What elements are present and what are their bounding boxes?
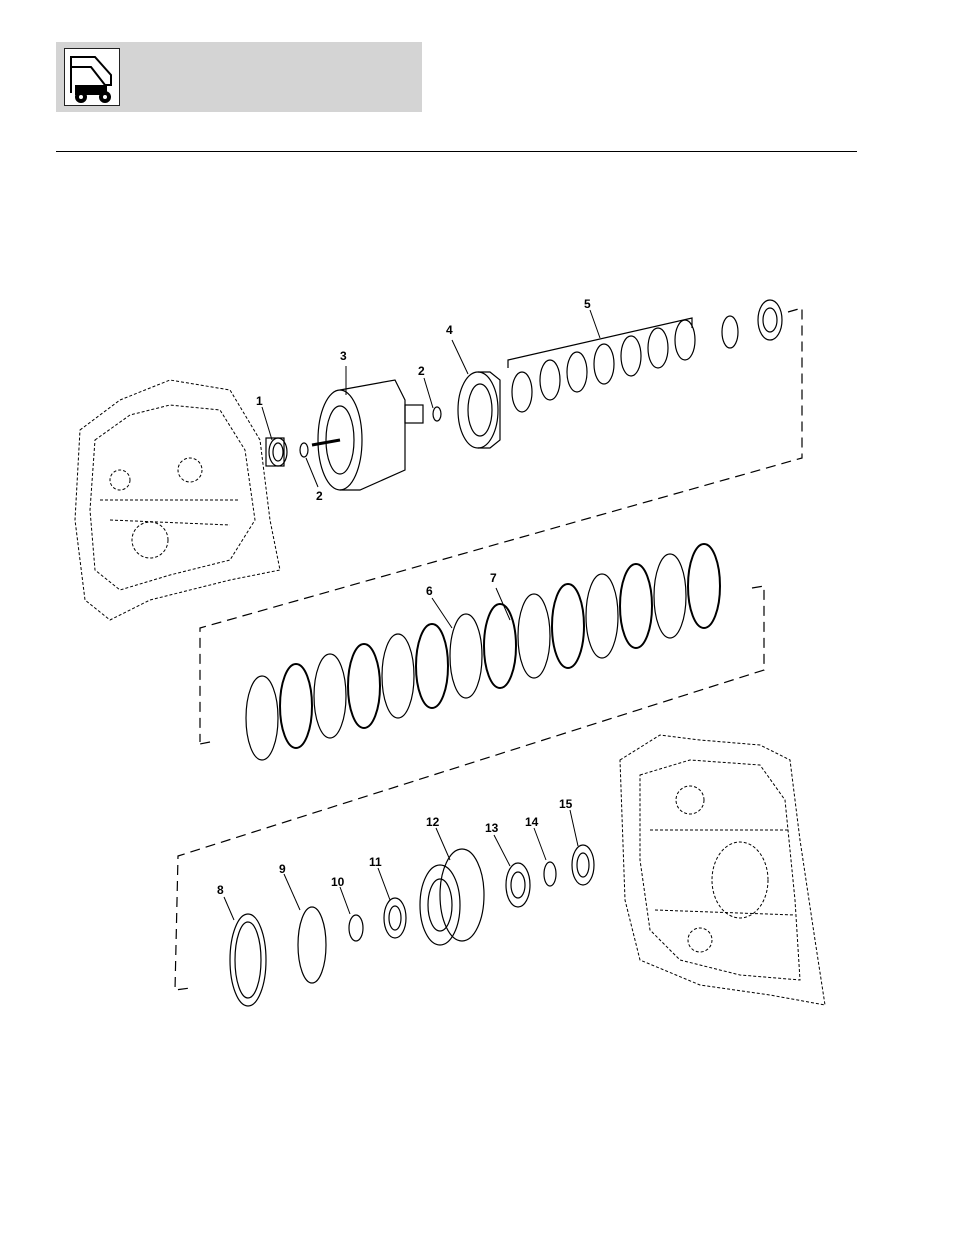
callout-11: 11 bbox=[369, 855, 382, 869]
clutch-pack bbox=[246, 544, 720, 760]
callout-8: 8 bbox=[217, 883, 224, 897]
callout-7: 7 bbox=[490, 571, 497, 585]
part-2-ring-upper bbox=[433, 407, 441, 421]
callout-6: 6 bbox=[426, 584, 433, 598]
callout-14: 14 bbox=[525, 815, 539, 829]
part-12-gear-hub bbox=[420, 849, 484, 945]
transmission-housing-right bbox=[620, 735, 825, 1005]
callout-9: 9 bbox=[279, 862, 286, 876]
callout-13: 13 bbox=[485, 821, 499, 835]
part-9-snap-ring bbox=[298, 907, 326, 983]
part-2-ring-lower bbox=[300, 443, 308, 457]
part-14-ring bbox=[544, 862, 556, 886]
callout-10: 10 bbox=[331, 875, 345, 889]
part-1-bearing bbox=[266, 438, 287, 466]
transmission-housing-left bbox=[75, 380, 280, 620]
part-3-planetary-gear bbox=[312, 380, 423, 490]
callout-labels: 1 2 3 2 4 5 6 7 8 9 10 11 12 13 14 15 bbox=[217, 297, 591, 897]
part-bearing-top bbox=[758, 300, 782, 340]
boundary-dashed-line bbox=[175, 308, 802, 990]
callout-15: 15 bbox=[559, 797, 573, 811]
callout-12: 12 bbox=[426, 815, 440, 829]
callout-2-lower: 2 bbox=[316, 489, 323, 503]
part-10-ring bbox=[349, 915, 363, 941]
part-4-piston bbox=[458, 372, 500, 448]
part-15-bearing bbox=[572, 845, 594, 885]
callout-2-upper: 2 bbox=[418, 364, 425, 378]
callout-leaders bbox=[224, 310, 600, 920]
callout-4: 4 bbox=[446, 323, 453, 337]
part-13-bearing bbox=[506, 863, 530, 907]
callout-3: 3 bbox=[340, 349, 347, 363]
part-11-bearing bbox=[384, 898, 406, 938]
part-5-washers bbox=[508, 318, 695, 412]
callout-5: 5 bbox=[584, 297, 591, 311]
part-snap-ring-top bbox=[722, 316, 738, 348]
part-8-plate bbox=[230, 914, 266, 1006]
callout-1: 1 bbox=[256, 394, 263, 408]
